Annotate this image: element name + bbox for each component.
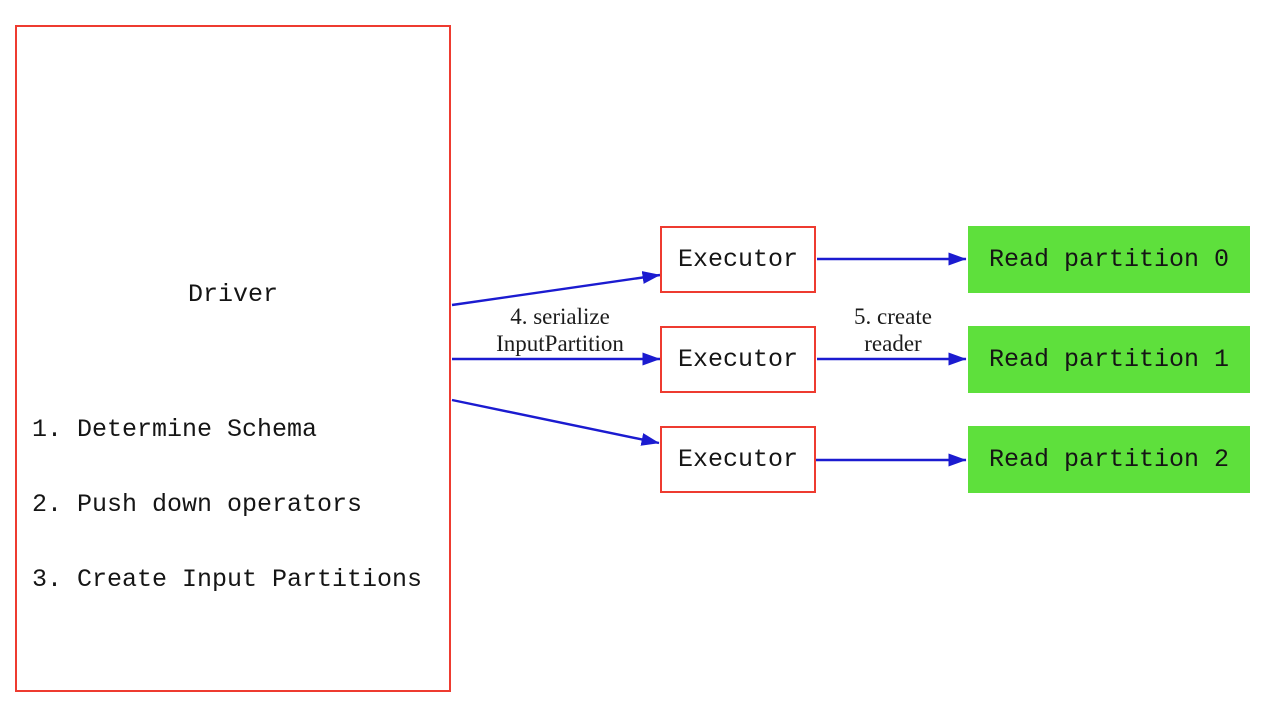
driver-title: Driver [187,280,278,309]
driver-step-2: 2. Push down operators [32,490,363,519]
edge-label-create-reader: 5. create reader [810,303,976,357]
arrow-driver-to-executor-1 [451,271,661,307]
executor-1-label: Executor [677,245,799,274]
driver-steps: 1. Determine Schema 2. Push down operato… [32,367,422,642]
driver-box: Driver 1. Determine Schema 2. Push down … [15,25,451,692]
partition-box-2: Read partition 2 [968,426,1250,493]
executor-3-label: Executor [677,445,799,474]
partition-2-label: Read partition 2 [988,445,1230,474]
arrow-driver-to-executor-3 [451,398,660,446]
edge-label-serialize-line2: InputPartition [496,331,624,356]
executor-2-label: Executor [677,345,799,374]
driver-step-3: 3. Create Input Partitions [32,565,423,594]
partition-0-label: Read partition 0 [988,245,1230,274]
executor-box-1: Executor [660,226,816,293]
edge-label-serialize: 4. serialize InputPartition [458,303,662,357]
edge-label-create-reader-line1: 5. create [854,304,932,329]
edge-label-serialize-line1: 4. serialize [510,304,610,329]
partition-1-label: Read partition 1 [988,345,1230,374]
partition-box-0: Read partition 0 [968,226,1250,293]
partition-box-1: Read partition 1 [968,326,1250,393]
edge-label-create-reader-line2: reader [864,331,922,356]
executor-box-3: Executor [660,426,816,493]
executor-box-2: Executor [660,326,816,393]
driver-step-1: 1. Determine Schema [32,415,318,444]
